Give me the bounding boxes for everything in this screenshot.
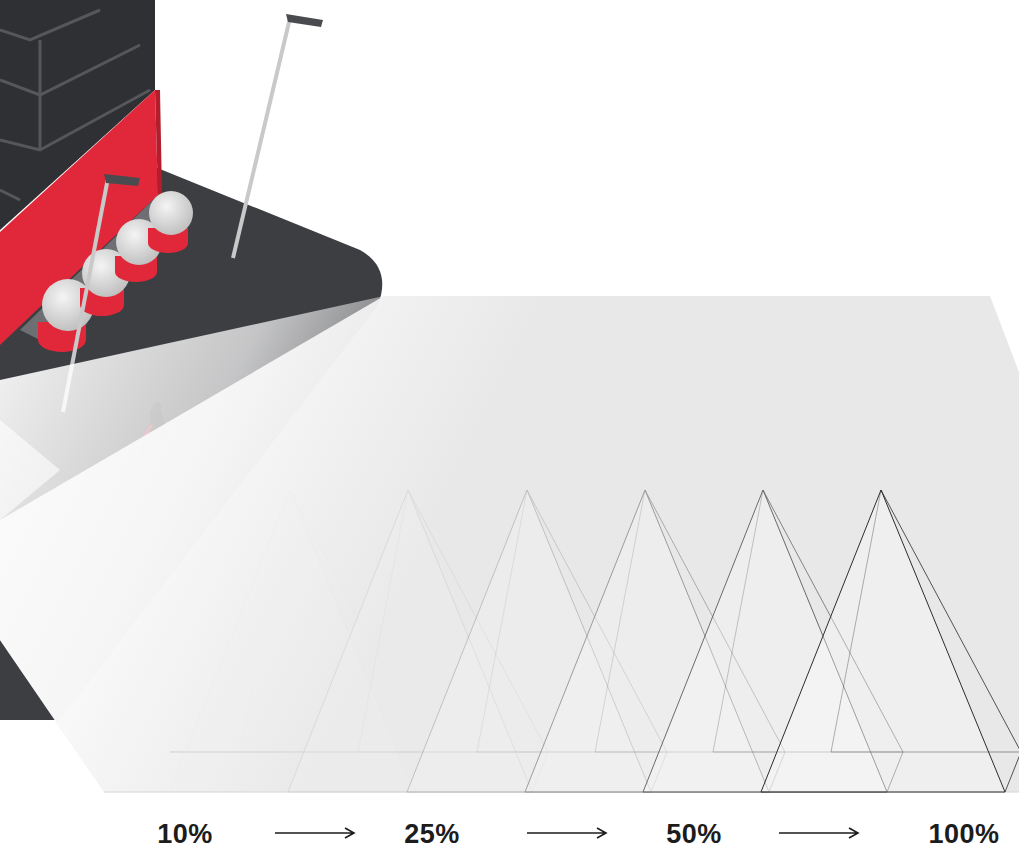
pyramid-sequence — [170, 490, 1019, 792]
percentage-label: 25% — [404, 821, 460, 848]
building-wall — [0, 90, 158, 345]
dome-group — [38, 191, 193, 352]
percentage-label: 50% — [666, 821, 722, 848]
building-edge — [155, 90, 162, 195]
ground-plane — [0, 296, 1019, 792]
plane-fade — [0, 420, 60, 520]
progress-arrow — [275, 828, 858, 838]
percentage-label: 100% — [928, 821, 999, 848]
percentage-label: 10% — [157, 821, 213, 848]
